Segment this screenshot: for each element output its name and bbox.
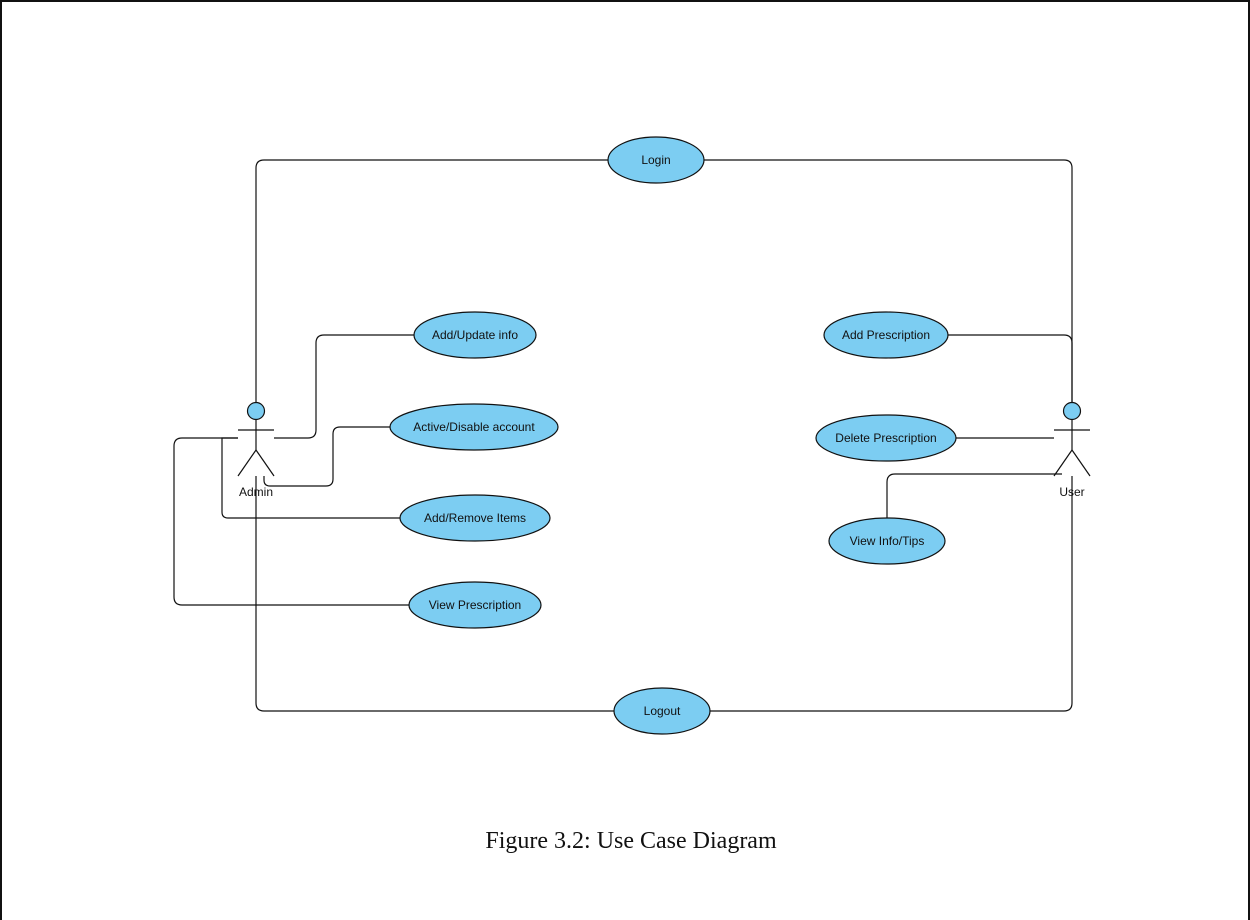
actor-user-label: User <box>1059 485 1084 499</box>
use-case-active-disable-account: Active/Disable account <box>389 403 559 451</box>
figure-caption: Figure 3.2: Use Case Diagram <box>485 828 777 854</box>
edge-admin-add-update-info <box>274 334 414 439</box>
use-case-active-disable-account-label: Active/Disable account <box>413 420 535 434</box>
use-case-delete-prescription: Delete Prescription <box>815 414 957 462</box>
use-case-add-update-info: Add/Update info <box>413 311 537 359</box>
use-case-add-prescription-label: Add Prescription <box>842 328 930 342</box>
edge-logout-user <box>710 476 1073 712</box>
actor-admin-label: Admin <box>239 485 273 499</box>
use-case-logout: Logout <box>613 687 711 735</box>
use-case-view-prescription-label: View Prescription <box>429 598 521 612</box>
use-case-add-remove-items-label: Add/Remove Items <box>424 511 526 525</box>
edge-admin-logout <box>255 476 614 712</box>
use-case-view-info-tips-label: View Info/Tips <box>850 534 925 548</box>
use-case-add-prescription: Add Prescription <box>823 311 949 359</box>
use-case-add-remove-items: Add/Remove Items <box>399 494 551 542</box>
actor-user: User <box>1053 401 1091 499</box>
use-case-add-update-info-label: Add/Update info <box>432 328 518 342</box>
use-case-login-label: Login <box>641 153 670 167</box>
use-case-view-prescription: View Prescription <box>408 581 542 629</box>
use-case-login: Login <box>607 136 705 184</box>
edge-user-add-prescription <box>948 334 1073 402</box>
use-case-view-info-tips: View Info/Tips <box>828 517 946 565</box>
connector-lines <box>173 159 1073 712</box>
edge-admin-add-remove-items <box>221 437 400 519</box>
actor-admin-head <box>246 401 266 421</box>
edge-admin-view-prescription <box>173 437 409 606</box>
actor-admin: Admin <box>237 401 275 499</box>
use-case-delete-prescription-label: Delete Prescription <box>835 431 936 445</box>
edge-login-user <box>704 159 1073 402</box>
use-case-logout-label: Logout <box>644 704 681 718</box>
actor-user-head <box>1062 401 1082 421</box>
edge-user-view-info-tips <box>886 473 1062 518</box>
edge-admin-active-disable-account <box>263 426 390 487</box>
edge-admin-login <box>255 159 608 402</box>
